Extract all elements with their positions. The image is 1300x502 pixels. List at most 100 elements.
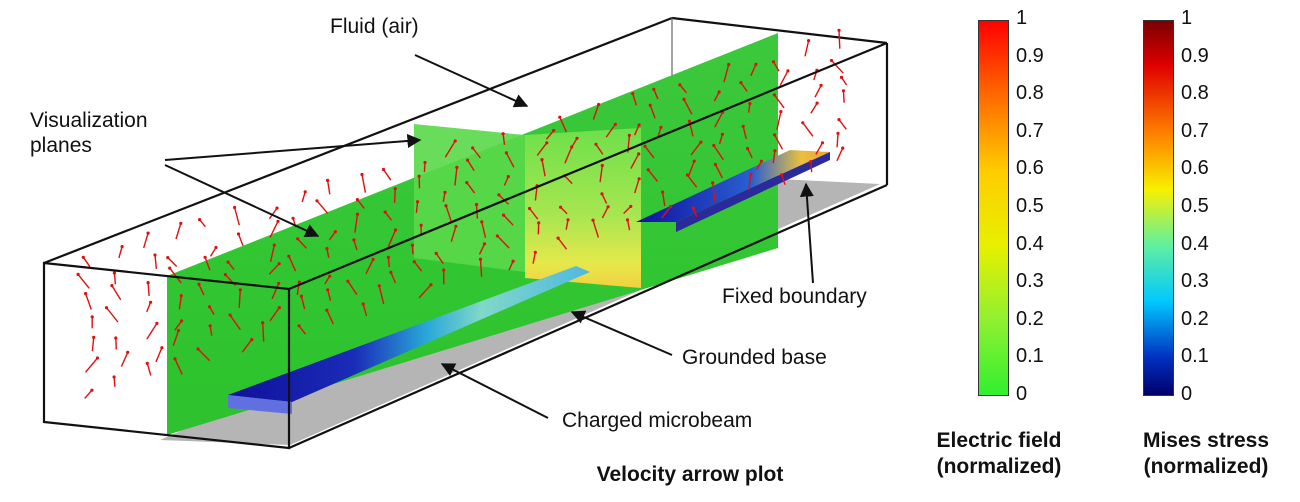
velocity-arrow	[838, 119, 847, 130]
velocity-arrow-head	[261, 321, 265, 325]
velocity-arrow-head	[383, 210, 387, 214]
velocity-arrow-head	[801, 121, 805, 125]
electric-field-tick-label: 0.1	[1016, 345, 1044, 368]
velocity-arrow-head	[325, 308, 329, 312]
electric-field-tick-label: 0.8	[1016, 82, 1044, 105]
velocity-arrow-head	[386, 255, 390, 259]
velocity-arrow	[481, 221, 487, 239]
velocity-arrow	[155, 347, 163, 363]
velocity-arrow	[362, 303, 368, 317]
mises-stress-title-line2: (normalized)	[1143, 455, 1269, 479]
velocity-arrow	[241, 339, 253, 353]
velocity-arrow	[172, 330, 180, 346]
velocity-arrow-head	[443, 190, 447, 194]
visualization-plane-cross	[525, 128, 641, 288]
velocity-arrow	[810, 161, 813, 173]
velocity-arrow-head	[613, 122, 617, 126]
velocity-arrow	[174, 358, 183, 375]
velocity-arrow-head	[297, 280, 301, 284]
velocity-arrow-head	[661, 190, 665, 194]
velocity-arrow-head	[540, 158, 544, 162]
velocity-arrow	[444, 140, 456, 158]
velocity-arrow-head	[198, 218, 202, 222]
velocity-arrow-head	[180, 319, 184, 323]
velocity-arrow-head	[277, 281, 281, 285]
mises-stress-tick-label: 0.3	[1181, 270, 1209, 293]
velocity-arrow	[175, 223, 182, 240]
velocity-arrow-head	[325, 247, 329, 251]
velocity-arrow-head	[196, 347, 200, 351]
velocity-arrow-head	[297, 324, 301, 328]
label-fluid: Fluid (air)	[330, 15, 419, 38]
microbeam-side-far	[676, 152, 830, 232]
velocity-arrow-head	[474, 202, 479, 207]
velocity-arrow-head	[429, 283, 433, 287]
velocity-arrow	[361, 174, 367, 193]
velocity-arrow-head	[146, 231, 150, 235]
velocity-arrow	[268, 263, 280, 275]
electric-field-tick-label: 0.9	[1016, 44, 1044, 67]
velocity-arrow-head	[471, 146, 475, 150]
velocity-arrow-head	[326, 288, 330, 292]
velocity-arrow	[387, 229, 397, 247]
velocity-arrow	[113, 376, 116, 387]
velocity-arrow-head	[558, 115, 562, 119]
velocity-arrow-head	[552, 128, 556, 133]
velocity-arrow	[686, 174, 698, 188]
velocity-arrow	[198, 283, 205, 296]
velocity-arrow-head	[606, 205, 610, 209]
velocity-arrow	[268, 207, 278, 220]
velocity-arrow-head	[652, 87, 656, 91]
velocity-arrow	[690, 141, 702, 156]
velocity-arrow-head	[250, 338, 254, 342]
velocity-arrow-head	[207, 305, 212, 309]
velocity-arrow	[115, 337, 117, 350]
velocity-arrow	[146, 363, 152, 376]
velocity-arrow	[571, 137, 578, 148]
velocity-arrow-head	[537, 221, 541, 225]
velocity-arrow-head	[717, 90, 721, 94]
velocity-arrow	[842, 90, 845, 103]
electric-field-tick-label: 0.7	[1016, 119, 1044, 142]
velocity-arrow	[105, 307, 119, 323]
velocity-arrow	[630, 153, 640, 169]
velocity-arrow-head	[559, 205, 563, 209]
velocity-arrow	[233, 207, 240, 226]
velocity-arrow	[297, 238, 307, 249]
velocity-arrow-head	[168, 266, 172, 270]
velocity-arrow	[467, 159, 475, 171]
velocity-arrow	[557, 237, 568, 250]
velocity-arrow-head	[315, 199, 319, 203]
electric-field-tick-label: 0.3	[1016, 270, 1044, 293]
velocity-arrow	[772, 61, 780, 72]
velocity-arrow-head	[377, 284, 381, 288]
velocity-arrow-head	[713, 162, 718, 167]
velocity-arrow	[742, 126, 747, 140]
velocity-arrow	[209, 325, 213, 336]
velocity-arrow-head	[412, 260, 416, 264]
velocity-arrow-head	[627, 133, 632, 137]
velocity-arrow-head	[371, 257, 375, 261]
velocity-arrow-head	[685, 173, 690, 177]
velocity-arrow-head	[352, 238, 356, 242]
velocity-arrow-head	[453, 139, 457, 143]
velocity-arrow	[661, 206, 672, 219]
velocity-arrow-head	[478, 257, 483, 261]
velocity-arrow-head	[90, 388, 94, 392]
velocity-arrow	[143, 232, 149, 249]
velocity-arrow	[657, 127, 662, 138]
velocity-arrow-head	[166, 256, 170, 260]
velocity-arrow	[382, 169, 392, 181]
velocity-arrow-head	[276, 219, 280, 223]
velocity-arrow	[601, 193, 608, 204]
velocity-arrow-head	[112, 271, 116, 275]
velocity-arrow	[632, 93, 637, 106]
velocity-arrow-head	[455, 165, 459, 169]
velocity-arrow-head	[625, 218, 630, 222]
velocity-arrow-head	[228, 313, 232, 317]
velocity-arrow-head	[355, 212, 360, 216]
velocity-arrow	[82, 256, 91, 268]
velocity-arrow-head	[238, 288, 242, 292]
velocity-arrow	[836, 147, 844, 162]
velocity-arrow	[354, 214, 359, 233]
